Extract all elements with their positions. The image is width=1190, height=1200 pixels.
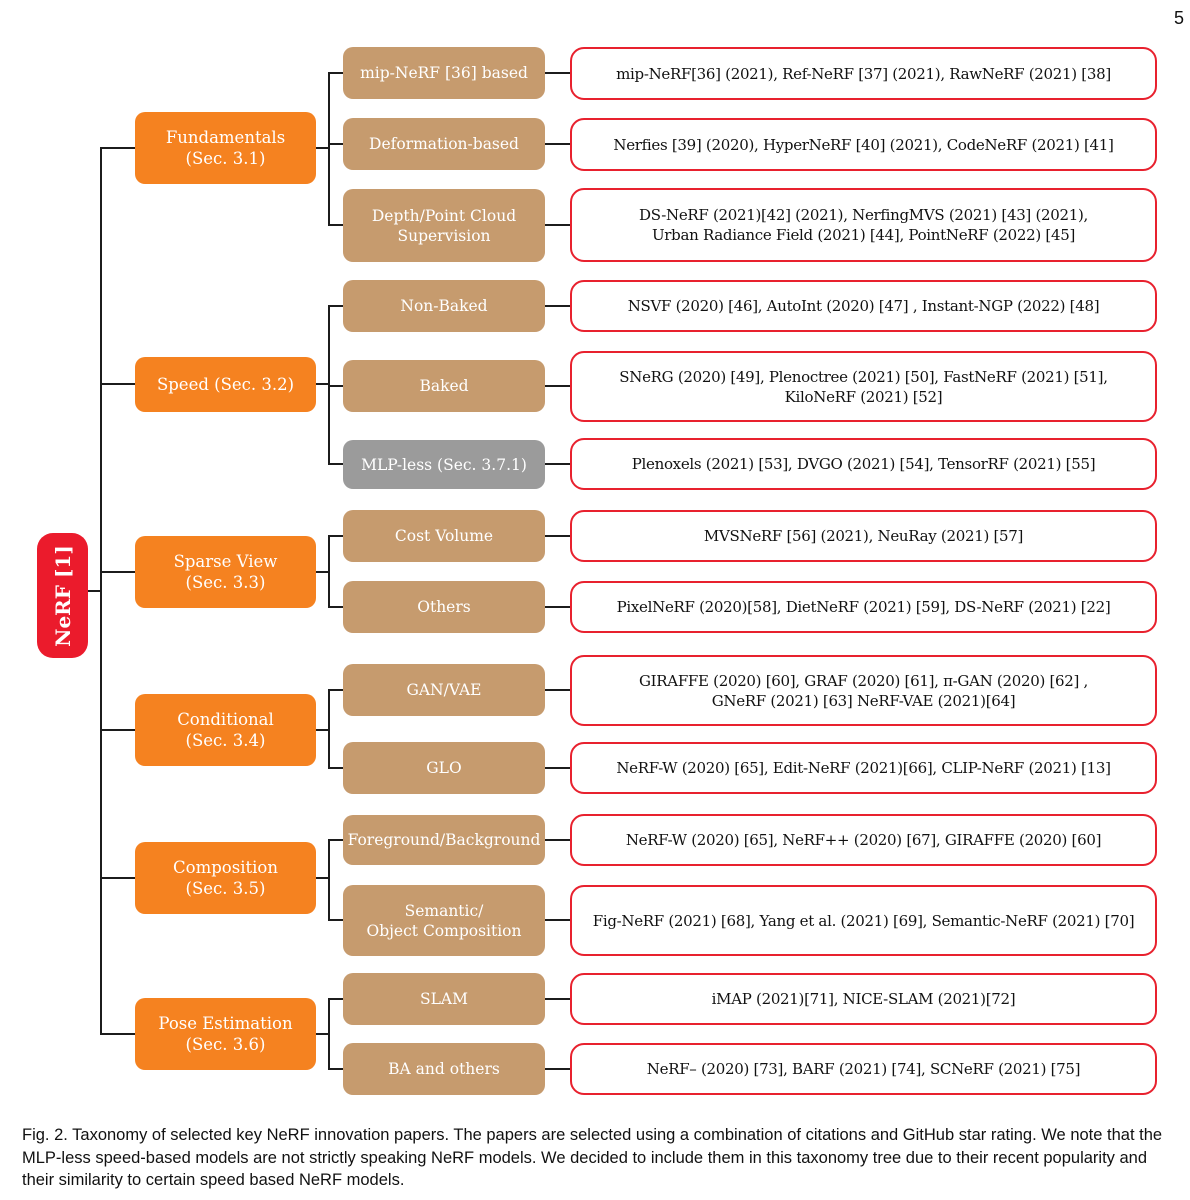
category-node-sparse-view: Sparse View (Sec. 3.3) <box>135 536 316 608</box>
connector-line <box>328 606 343 608</box>
connector-line <box>545 998 570 1000</box>
connector-line <box>545 385 570 387</box>
subcategory-node-ba-and-others: BA and others <box>343 1043 545 1095</box>
connector-line <box>328 839 343 841</box>
category-node-composition: Composition (Sec. 3.5) <box>135 842 316 914</box>
subcategory-node-slam: SLAM <box>343 973 545 1025</box>
connector-line <box>316 383 328 385</box>
subcategory-node-cost-volume: Cost Volume <box>343 510 545 562</box>
connector-line <box>545 1068 570 1070</box>
leaf-node-papers: PixelNeRF (2020)[58], DietNeRF (2021) [5… <box>570 581 1157 633</box>
leaf-node-papers: MVSNeRF [56] (2021), NeuRay (2021) [57] <box>570 510 1157 562</box>
bracket-line <box>328 689 330 769</box>
connector-line <box>316 571 328 573</box>
connector-line <box>545 689 570 691</box>
subcategory-node-glo: GLO <box>343 742 545 794</box>
connector-line <box>316 877 328 879</box>
connector-line <box>100 147 135 149</box>
category-node-pose-estimation: Pose Estimation (Sec. 3.6) <box>135 998 316 1070</box>
connector-line <box>545 72 570 74</box>
subcategory-node-mlp-less: MLP-less (Sec. 3.7.1) <box>343 440 545 489</box>
connector-line <box>316 729 328 731</box>
category-node-speed: Speed (Sec. 3.2) <box>135 357 316 412</box>
subcategory-node-baked: Baked <box>343 360 545 412</box>
leaf-node-papers: NeRF– (2020) [73], BARF (2021) [74], SCN… <box>570 1043 1157 1095</box>
bracket-line <box>328 839 330 921</box>
connector-line <box>328 1068 343 1070</box>
connector-line <box>100 1033 135 1035</box>
subcategory-node-mip-nerf-based: mip-NeRF [36] based <box>343 47 545 99</box>
connector-line <box>328 463 343 465</box>
subcategory-node-deformation-based: Deformation-based <box>343 118 545 170</box>
connector-line <box>88 590 100 592</box>
leaf-node-papers: SNeRG (2020) [49], Plenoctree (2021) [50… <box>570 351 1157 422</box>
leaf-node-papers: mip-NeRF[36] (2021), Ref-NeRF [37] (2021… <box>570 47 1157 100</box>
connector-line <box>328 535 343 537</box>
subcategory-node-gan-vae: GAN/VAE <box>343 664 545 716</box>
connector-line <box>545 463 570 465</box>
connector-line <box>328 143 343 145</box>
connector-line <box>545 919 570 921</box>
figure-caption: Fig. 2. Taxonomy of selected key NeRF in… <box>22 1126 1163 1189</box>
connector-line <box>328 305 343 307</box>
connector-line <box>328 767 343 769</box>
leaf-node-papers: Nerfies [39] (2020), HyperNeRF [40] (202… <box>570 118 1157 171</box>
connector-line <box>328 998 343 1000</box>
trunk-line <box>100 147 102 1035</box>
connector-line <box>545 839 570 841</box>
connector-line <box>545 767 570 769</box>
bracket-line <box>328 72 330 226</box>
connector-line <box>328 224 343 226</box>
connector-line <box>328 919 343 921</box>
connector-line <box>545 143 570 145</box>
bracket-line <box>328 535 330 608</box>
subcategory-node-others: Others <box>343 581 545 633</box>
leaf-node-papers: Fig-NeRF (2021) [68], Yang et al. (2021)… <box>570 885 1157 956</box>
root-node-nerf: NeRF [1] <box>37 533 88 658</box>
connector-line <box>100 383 135 385</box>
leaf-node-papers: NeRF-W (2020) [65], NeRF++ (2020) [67], … <box>570 814 1157 866</box>
subcategory-node-depth-point-cloud: Depth/Point Cloud Supervision <box>343 189 545 262</box>
connector-line <box>100 571 135 573</box>
connector-line <box>545 606 570 608</box>
connector-line <box>316 147 328 149</box>
leaf-node-papers: NSVF (2020) [46], AutoInt (2020) [47] , … <box>570 280 1157 332</box>
subcategory-node-foreground-background: Foreground/Background <box>343 815 545 865</box>
connector-line <box>316 1033 328 1035</box>
subcategory-node-semantic-object: Semantic/ Object Composition <box>343 885 545 956</box>
leaf-node-papers: Plenoxels (2021) [53], DVGO (2021) [54],… <box>570 438 1157 490</box>
connector-line <box>100 877 135 879</box>
connector-line <box>545 224 570 226</box>
leaf-node-papers: GIRAFFE (2020) [60], GRAF (2020) [61], π… <box>570 655 1157 726</box>
connector-line <box>545 535 570 537</box>
connector-line <box>328 385 343 387</box>
subcategory-node-non-baked: Non-Baked <box>343 280 545 332</box>
bracket-line <box>328 998 330 1070</box>
root-node-label: NeRF [1] <box>50 544 75 647</box>
connector-line <box>545 305 570 307</box>
category-node-fundamentals: Fundamentals (Sec. 3.1) <box>135 112 316 184</box>
category-node-conditional: Conditional (Sec. 3.4) <box>135 694 316 766</box>
page-number: 5 <box>1173 8 1184 28</box>
leaf-node-papers: DS-NeRF (2021)[42] (2021), NerfingMVS (2… <box>570 188 1157 262</box>
leaf-node-papers: iMAP (2021)[71], NICE-SLAM (2021)[72] <box>570 973 1157 1025</box>
connector-line <box>100 729 135 731</box>
connector-line <box>328 72 343 74</box>
leaf-node-papers: NeRF-W (2020) [65], Edit-NeRF (2021)[66]… <box>570 742 1157 794</box>
connector-line <box>328 689 343 691</box>
